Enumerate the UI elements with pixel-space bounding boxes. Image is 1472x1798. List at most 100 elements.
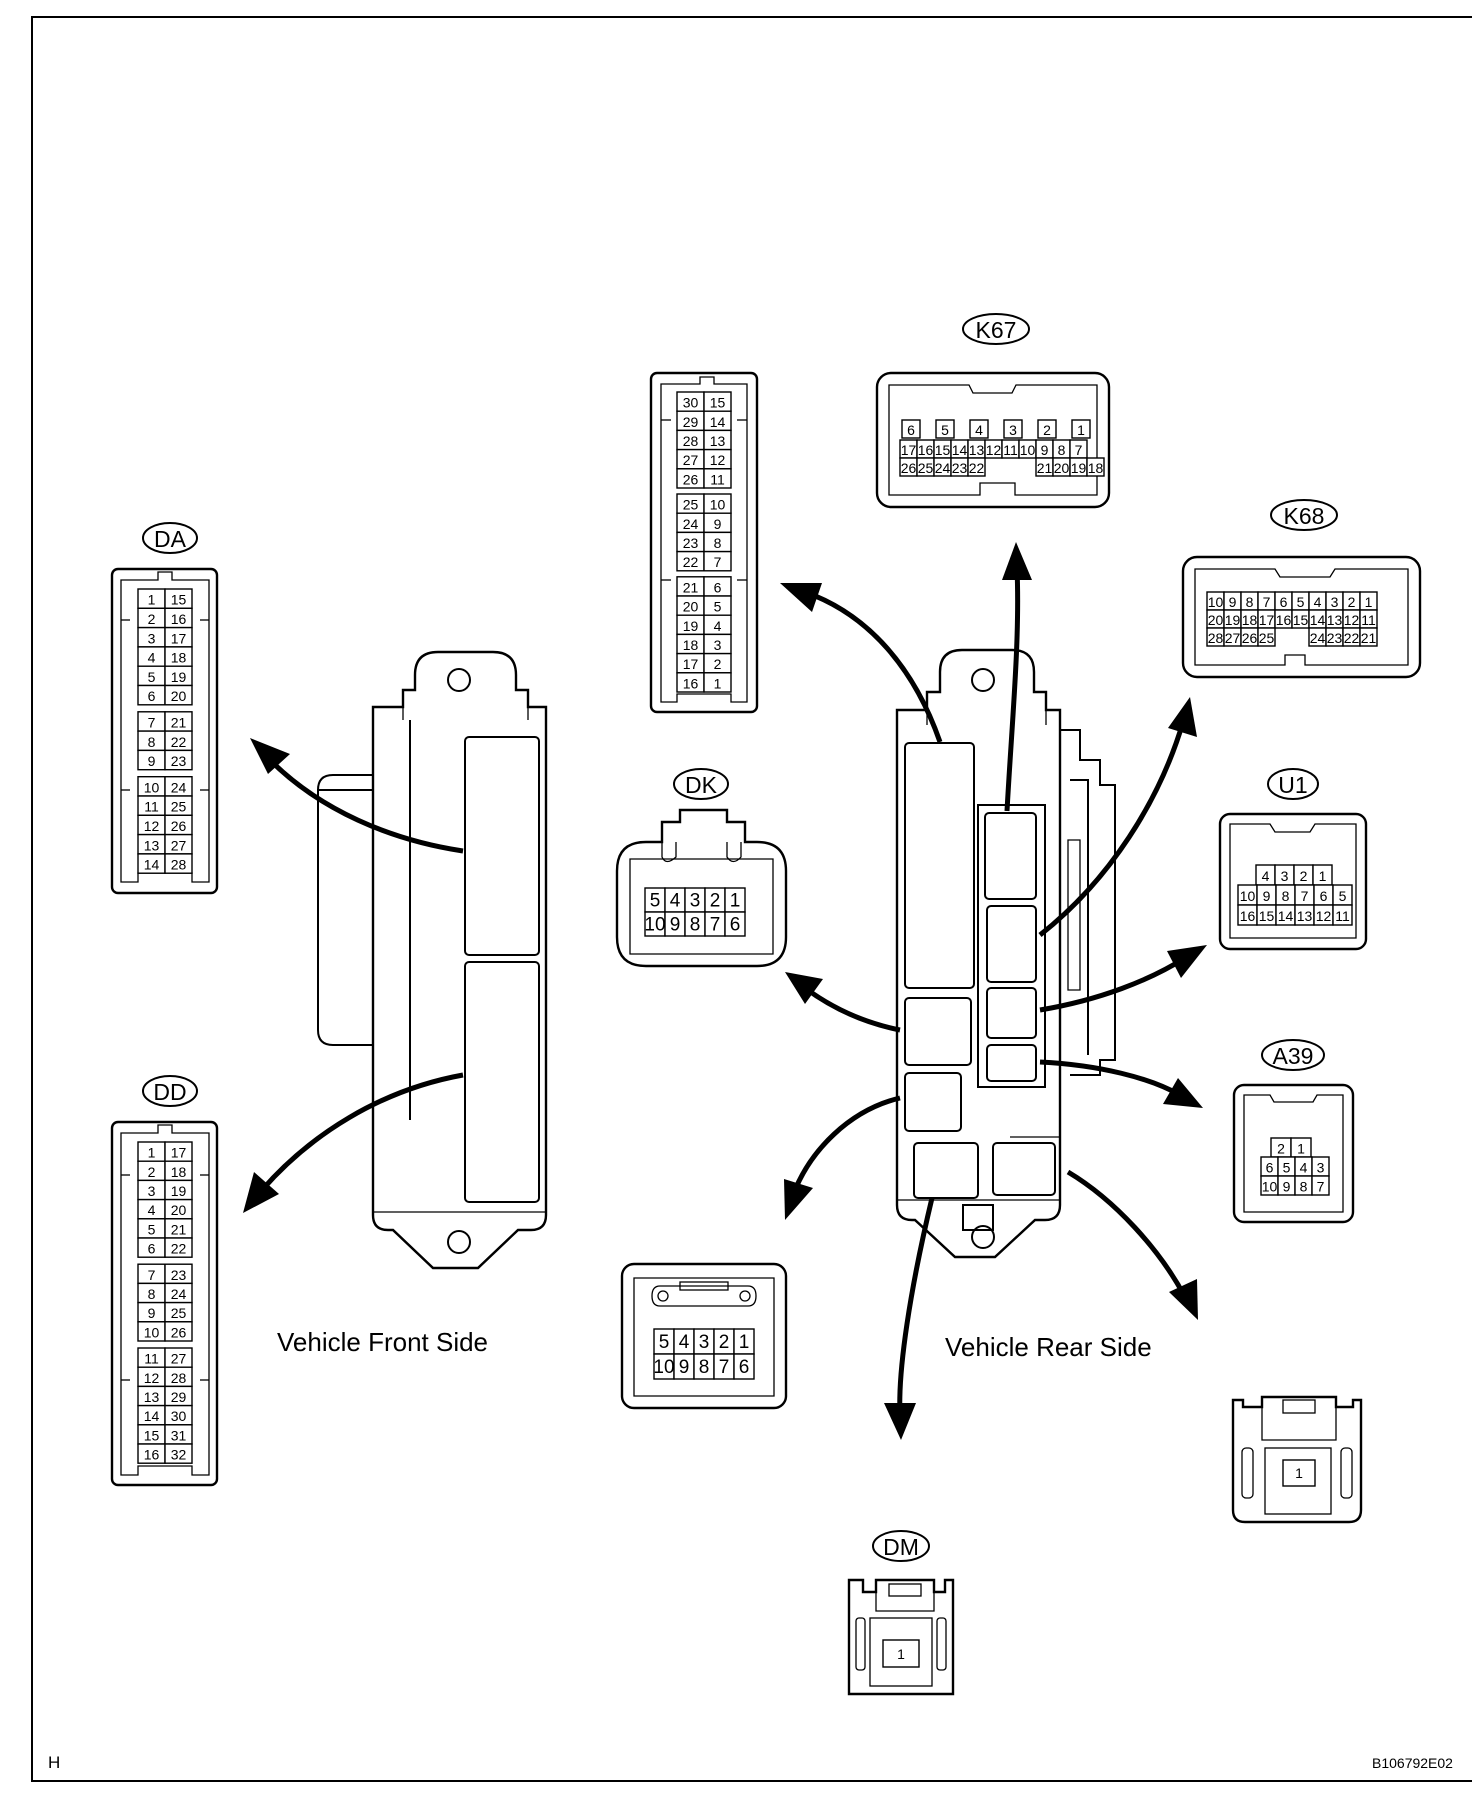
pin-C30-26: 26 <box>683 471 699 487</box>
pin-DD-27: 27 <box>171 1351 187 1367</box>
pin-DA-9: 9 <box>148 753 156 769</box>
pin-K67-18-cell <box>1086 457 1105 477</box>
pin-U1-16: 16 <box>1240 908 1256 924</box>
pin-DD-8: 8 <box>148 1286 156 1302</box>
pin-C30-8: 8 <box>714 535 722 551</box>
pin-K68-22: 22 <box>1344 630 1360 646</box>
pin-C30-11-cell <box>703 468 732 489</box>
pin-C30-5: 5 <box>714 599 722 615</box>
figure-code: B106792E02 <box>1372 1755 1453 1771</box>
arrow-rear-to-C1 <box>1066 1169 1198 1320</box>
pin-DD-24: 24 <box>171 1286 187 1302</box>
pin-K68-13: 13 <box>1327 612 1343 628</box>
pin-DA-21: 21 <box>171 714 187 730</box>
pin-C30-7: 7 <box>714 554 722 570</box>
pin-K68-25: 25 <box>1259 630 1275 646</box>
pin-DA-7: 7 <box>148 714 156 730</box>
pin-K68-3: 3 <box>1331 594 1339 610</box>
pin-DK-9: 9 <box>670 915 681 936</box>
pin-C30-23: 23 <box>683 535 699 551</box>
pin-DA-25: 25 <box>171 799 187 815</box>
connector-label-K67: K67 <box>976 317 1017 343</box>
connector-label-K68-oval <box>1270 499 1338 531</box>
pin-C30-22: 22 <box>683 554 699 570</box>
pin-C30-20: 20 <box>683 599 699 615</box>
diagram-frame <box>31 16 1472 1782</box>
pin-DA-3: 3 <box>148 630 156 646</box>
pin-K68-21-cell <box>1359 627 1378 647</box>
pin-DD-16: 16 <box>144 1447 160 1463</box>
pin-K67-4: 4 <box>975 422 983 438</box>
connector-label-K68: K68 <box>1284 503 1325 529</box>
pin-DA-18: 18 <box>171 650 187 666</box>
pin-K68-23: 23 <box>1327 630 1343 646</box>
pin-C30-17: 17 <box>683 656 699 672</box>
pin-C30-30: 30 <box>683 395 699 411</box>
pin-DA-28: 28 <box>171 857 187 873</box>
pin-DA-12: 12 <box>144 818 160 834</box>
pin-DA-23-cell <box>164 749 193 771</box>
pin-C10-6: 6 <box>739 1357 750 1378</box>
pin-A39-7-cell <box>1311 1175 1330 1196</box>
pin-U1-5: 5 <box>1339 888 1347 904</box>
pin-K67-19: 19 <box>1071 460 1087 476</box>
pin-U1-11-cell <box>1332 904 1353 926</box>
pin-U1-4: 4 <box>1262 868 1270 884</box>
pin-U1-1: 1 <box>1319 868 1327 884</box>
pin-K67-16: 16 <box>918 442 934 458</box>
pin-K68-24: 24 <box>1310 630 1326 646</box>
pin-DD-19: 19 <box>171 1183 187 1199</box>
pin-K67-8: 8 <box>1058 442 1066 458</box>
pin-K67-2-cell <box>1037 419 1057 439</box>
pin-C10-3: 3 <box>699 1332 710 1353</box>
pin-DK-10: 10 <box>644 915 665 936</box>
connector-1pin: 1 <box>1231 1395 1363 1524</box>
pin-DA-14: 14 <box>144 857 160 873</box>
pin-C30-28: 28 <box>683 433 699 449</box>
connector-label-DM: DM <box>883 1534 919 1560</box>
pin-K68-14: 14 <box>1310 612 1326 628</box>
pin-K67-9: 9 <box>1041 442 1049 458</box>
pin-C30-4: 4 <box>714 618 722 634</box>
pin-A39-1: 1 <box>1297 1141 1305 1157</box>
arrow-front-to-DD <box>243 1072 464 1213</box>
pin-K68-8: 8 <box>1246 594 1254 610</box>
pin-C30-7-cell <box>703 550 732 572</box>
pin-DA-22: 22 <box>171 734 187 750</box>
pin-A39-9: 9 <box>1283 1179 1291 1195</box>
pin-K67-3: 3 <box>1009 422 1017 438</box>
pin-K68-1: 1 <box>1365 594 1373 610</box>
pin-A39-6: 6 <box>1266 1160 1274 1176</box>
pin-U1-2: 2 <box>1300 868 1308 884</box>
pin-DD-6: 6 <box>148 1241 156 1257</box>
pin-U1-15: 15 <box>1259 908 1275 924</box>
pin-C30-2: 2 <box>714 656 722 672</box>
pin-DD-9: 9 <box>148 1305 156 1321</box>
pin-DA-24: 24 <box>171 779 187 795</box>
pin-A39-5: 5 <box>1283 1160 1291 1176</box>
pin-K68-5: 5 <box>1297 594 1305 610</box>
pin-K67-3-cell <box>1003 419 1023 439</box>
pin-DD-22: 22 <box>171 1241 187 1257</box>
pin-K68-11: 11 <box>1361 612 1376 628</box>
pin-K67-18: 18 <box>1088 460 1104 476</box>
pin-U1-14: 14 <box>1278 908 1294 924</box>
corner-letter: H <box>48 1753 60 1772</box>
pin-K68-28: 28 <box>1208 630 1224 646</box>
pin-K68-10: 10 <box>1208 594 1224 610</box>
pin-K68-12: 12 <box>1344 612 1360 628</box>
pin-DA-27: 27 <box>171 837 187 853</box>
pin-DD-32-cell <box>164 1443 193 1464</box>
pin-DD-28: 28 <box>171 1370 187 1386</box>
pin-K68-27: 27 <box>1225 630 1241 646</box>
pin-K68-9: 9 <box>1229 594 1237 610</box>
pin-K67-15: 15 <box>935 442 951 458</box>
pin-C10-1: 1 <box>739 1332 750 1353</box>
arrow-rear-to-DM <box>884 1197 935 1440</box>
pin-K68-25-cell <box>1257 627 1276 647</box>
